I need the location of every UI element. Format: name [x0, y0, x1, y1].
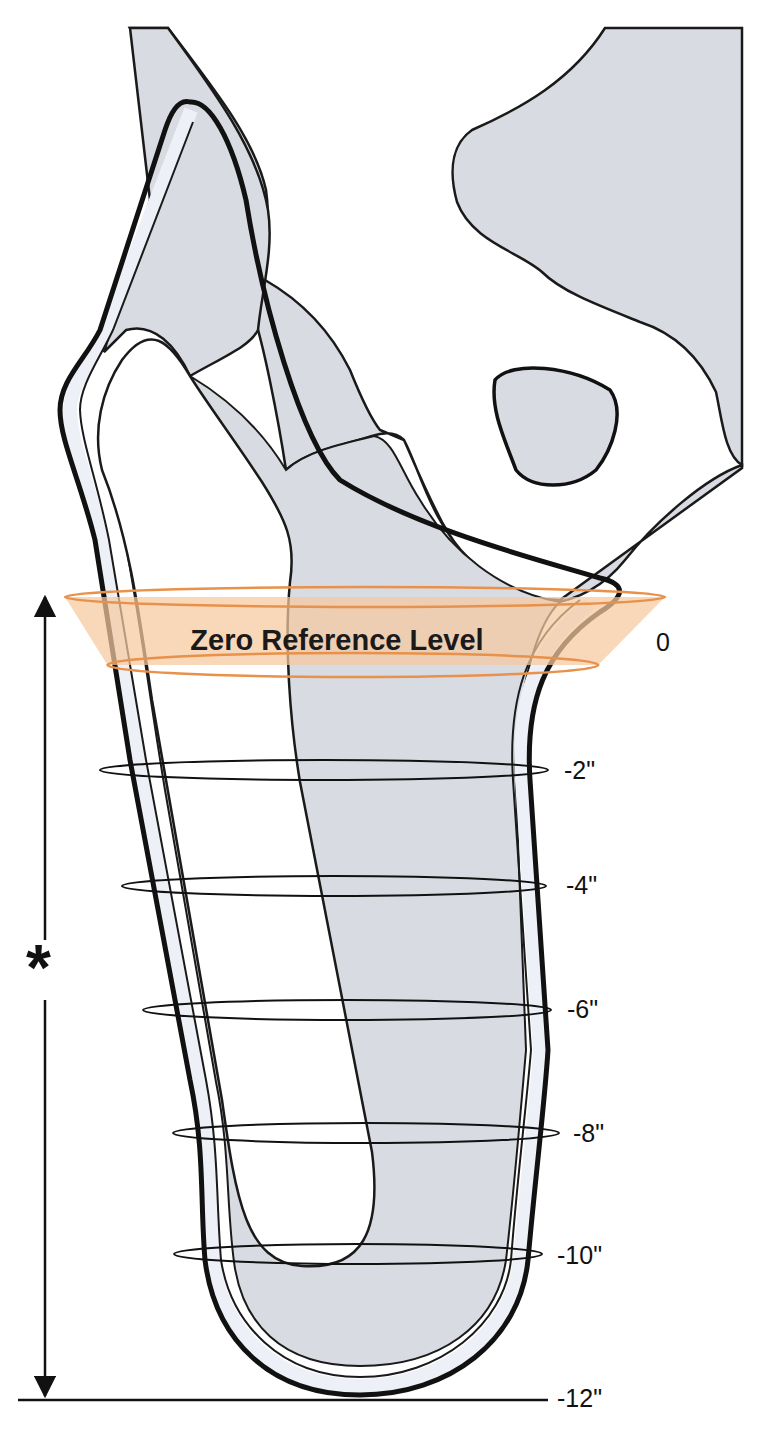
socket-wall — [60, 101, 620, 1395]
band-edge — [65, 587, 665, 607]
band-label: Zero Reference Level — [142, 625, 532, 657]
dimension-line — [44, 597, 47, 940]
level-mark: 0 — [656, 630, 670, 655]
dimension-mark: * — [26, 936, 51, 1000]
band-edge — [107, 653, 598, 677]
measurement-ring — [173, 1123, 559, 1143]
measurement-ring — [143, 1000, 551, 1020]
obturator-foramen — [494, 368, 617, 485]
measurement-ring — [100, 760, 548, 780]
dimension-line — [44, 1000, 47, 1396]
level-mark: -8" — [573, 1121, 604, 1146]
level-mark: -12" — [557, 1386, 602, 1411]
reference-band: Zero Reference Level — [62, 583, 668, 683]
level-mark: -6" — [567, 997, 598, 1022]
level-mark: -4" — [566, 873, 597, 898]
measurement-ring — [122, 876, 546, 896]
level-mark: -2" — [564, 758, 595, 783]
measurement-ring — [174, 1244, 542, 1264]
floor-line — [18, 1399, 548, 1402]
socket-liner — [70, 110, 590, 1386]
level-mark: -10" — [557, 1243, 602, 1268]
socket-liner-line — [80, 122, 580, 1377]
